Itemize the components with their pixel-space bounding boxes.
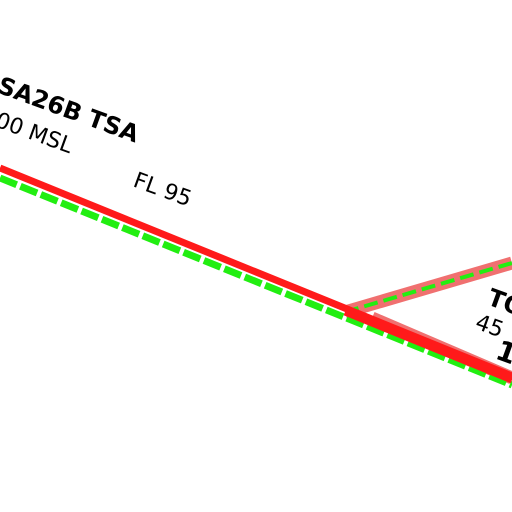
boundary-main-red (0, 164, 512, 380)
boundary-main-green (0, 174, 512, 389)
airspace-upper-limit-label: FL 95 (130, 168, 195, 212)
boundary-main-red-east (343, 308, 512, 384)
boundary-secondary-upper-green (344, 261, 512, 314)
airspace-boundary-main (0, 164, 512, 389)
